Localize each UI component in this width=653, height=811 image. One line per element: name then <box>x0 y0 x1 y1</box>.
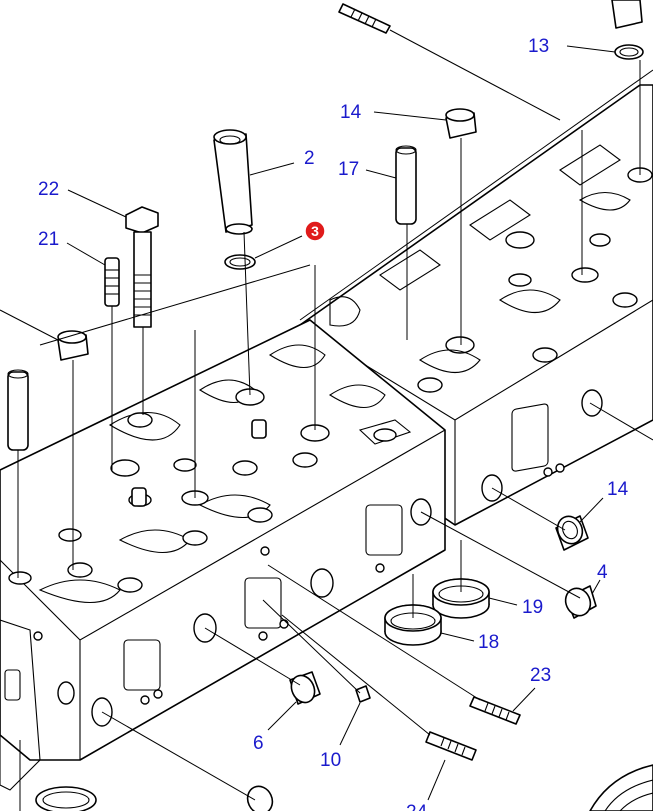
callout-labels: 13 14 2 17 22 21 14 4 19 18 23 6 10 24 <box>38 36 629 811</box>
disk-bottom-right <box>589 764 653 811</box>
part-17-valve-guide <box>395 145 417 225</box>
highlight-badge-circle <box>304 220 326 242</box>
callout-24: 24 <box>406 802 428 811</box>
callout-13: 13 <box>528 36 549 57</box>
callout-23: 23 <box>530 665 551 686</box>
callout-21: 21 <box>38 229 59 250</box>
callout-6: 6 <box>253 733 264 754</box>
callout-3: 3 <box>311 223 319 239</box>
ring-bottom-left <box>35 786 97 811</box>
callout-2: 2 <box>304 148 315 169</box>
part-3-o-ring <box>224 254 256 270</box>
callout-14-right: 14 <box>607 479 629 500</box>
part-13-seal <box>611 0 644 60</box>
part-23-stud <box>469 696 521 725</box>
plug-bottom <box>246 785 274 811</box>
part-10-dowel <box>355 685 371 703</box>
part-6-plug <box>289 671 321 705</box>
part-14-cap-top <box>445 108 477 139</box>
threaded-bolt-top <box>338 3 391 34</box>
callout-14-top: 14 <box>340 102 362 123</box>
part-4-plug <box>564 585 597 619</box>
part-21-stud <box>104 257 120 307</box>
part-24-stud <box>425 731 477 761</box>
callout-3-highlight-badge: 3 <box>304 220 326 242</box>
front-cylinder-head <box>0 319 446 791</box>
callout-10: 10 <box>320 750 341 771</box>
part-14-plug-right <box>555 515 589 551</box>
callout-4: 4 <box>597 562 608 583</box>
valve-guide-left <box>7 369 29 451</box>
callout-17: 17 <box>338 159 359 180</box>
cap-left <box>57 330 89 361</box>
part-18-seal-ring <box>384 604 442 646</box>
assembly-axis-lines <box>17 29 653 811</box>
part-22-head-bolt <box>125 206 159 328</box>
part-2-injector-sleeve <box>213 129 253 235</box>
callout-18: 18 <box>478 632 499 653</box>
callout-19: 19 <box>522 597 543 618</box>
callout-22: 22 <box>38 179 59 200</box>
callout-leaders <box>0 45 616 801</box>
